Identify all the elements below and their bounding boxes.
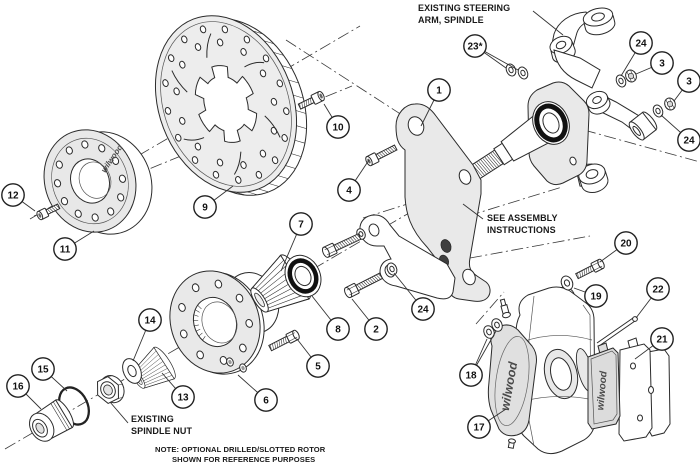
callout-15: 15 <box>31 357 55 381</box>
svg-text:5: 5 <box>315 362 321 373</box>
callout-17: 17 <box>467 415 491 439</box>
bleed-screw <box>499 298 511 319</box>
assembly-label-line2: INSTRUCTIONS <box>487 224 556 235</box>
callout-3: 3 <box>677 69 700 93</box>
reference-note: NOTE: OPTIONAL DRILLED/SLOTTED ROTOR SHO… <box>155 445 325 465</box>
pad-friction-face <box>587 347 621 430</box>
callout-12: 12 <box>1 183 25 207</box>
callout-11: 11 <box>53 237 77 261</box>
callout-3: 3 <box>650 51 674 75</box>
steering-arm-boss-2 <box>549 35 576 64</box>
callout-10: 10 <box>326 115 350 139</box>
svg-text:18: 18 <box>465 371 477 382</box>
svg-text:19: 19 <box>590 292 602 303</box>
fasteners <box>36 63 676 384</box>
spindle-nut-label-line2: SPINDLE NUT <box>131 425 193 436</box>
brake-rotor <box>154 15 308 196</box>
svg-text:11: 11 <box>60 245 71 256</box>
spindle-base-seal <box>532 101 570 145</box>
hub-studs <box>226 357 247 373</box>
svg-text:2: 2 <box>373 325 379 336</box>
callout-9: 9 <box>193 195 217 219</box>
callout-22: 22 <box>646 277 670 301</box>
svg-text:10: 10 <box>332 123 344 134</box>
note-line2: SHOWN FOR REFERENCE PURPOSES <box>172 455 316 464</box>
steering-arm-label-line1: EXISTING STEERING <box>418 3 511 13</box>
svg-text:1: 1 <box>436 86 442 97</box>
callout-16: 16 <box>6 374 30 398</box>
svg-text:23*: 23* <box>467 42 482 53</box>
assembly-instructions-label: SEE ASSEMBLY INSTRUCTIONS <box>487 213 558 236</box>
spindle-plate-hole <box>569 156 577 166</box>
brake-caliper: wilwood <box>487 286 596 455</box>
callout-23: 23* <box>463 34 487 58</box>
callout-2: 2 <box>364 317 388 341</box>
assembly-label-line1: SEE ASSEMBLY <box>487 213 558 223</box>
rotor-hat <box>43 129 153 235</box>
callout-24: 24 <box>411 297 435 321</box>
svg-text:4: 4 <box>346 186 352 197</box>
grease-seal <box>284 254 322 298</box>
svg-text:13: 13 <box>177 393 189 404</box>
bleed-nipple <box>507 438 516 449</box>
callout-4: 4 <box>337 178 361 202</box>
svg-text:8: 8 <box>335 325 341 336</box>
steering-arm-label-line2: ARM, SPINDLE <box>418 14 484 25</box>
brake-pads: wilwood <box>587 337 671 442</box>
callout-24: 24 <box>629 31 653 55</box>
svg-text:24: 24 <box>683 136 695 147</box>
svg-text:24: 24 <box>417 305 429 316</box>
main-bracket <box>395 103 491 302</box>
note-line1: NOTE: OPTIONAL DRILLED/SLOTTED ROTOR <box>155 445 326 454</box>
svg-text:12: 12 <box>7 191 19 202</box>
steering-arm-neck <box>553 49 601 89</box>
callout-7: 7 <box>289 212 313 236</box>
callout-1: 1 <box>427 78 451 102</box>
callout-bubbles: 12334567891011121314151617181920212223*2… <box>1 31 700 439</box>
callout-21: 21 <box>650 327 674 351</box>
callout-14: 14 <box>138 308 162 332</box>
steering-arm-boss-top <box>582 7 616 36</box>
spindle-nut-label-line1: EXISTING <box>131 414 174 424</box>
steering-spindle <box>461 7 658 194</box>
svg-text:17: 17 <box>473 423 485 434</box>
callout-20: 20 <box>614 231 638 255</box>
tie-rod-boss <box>585 90 611 115</box>
svg-text:15: 15 <box>37 365 49 376</box>
svg-text:20: 20 <box>620 239 632 250</box>
steering-arm-label: EXISTING STEERING ARM, SPINDLE <box>418 3 510 26</box>
svg-text:16: 16 <box>12 382 24 393</box>
svg-text:22: 22 <box>652 285 664 296</box>
svg-text:7: 7 <box>298 220 304 231</box>
callout-19: 19 <box>584 284 608 308</box>
svg-text:3: 3 <box>686 77 692 88</box>
callout-8: 8 <box>326 317 350 341</box>
caliper-brackets <box>359 103 491 302</box>
pad-brand-text: wilwood <box>595 370 609 411</box>
spindle-nut <box>97 375 125 404</box>
spindle-nut-label: EXISTING SPINDLE NUT <box>131 414 192 437</box>
callout-5: 5 <box>306 354 330 378</box>
dust-cap <box>29 399 74 442</box>
svg-text:6: 6 <box>263 396 269 407</box>
tie-rod-bushing <box>628 111 658 141</box>
svg-text:24: 24 <box>635 39 647 50</box>
svg-text:3: 3 <box>659 59 665 70</box>
callout-13: 13 <box>171 385 195 409</box>
callout-6: 6 <box>254 388 278 412</box>
callout-18: 18 <box>459 363 483 387</box>
svg-text:9: 9 <box>202 203 208 214</box>
callout-24: 24 <box>677 128 700 152</box>
svg-text:21: 21 <box>656 335 668 346</box>
svg-text:14: 14 <box>144 316 156 327</box>
